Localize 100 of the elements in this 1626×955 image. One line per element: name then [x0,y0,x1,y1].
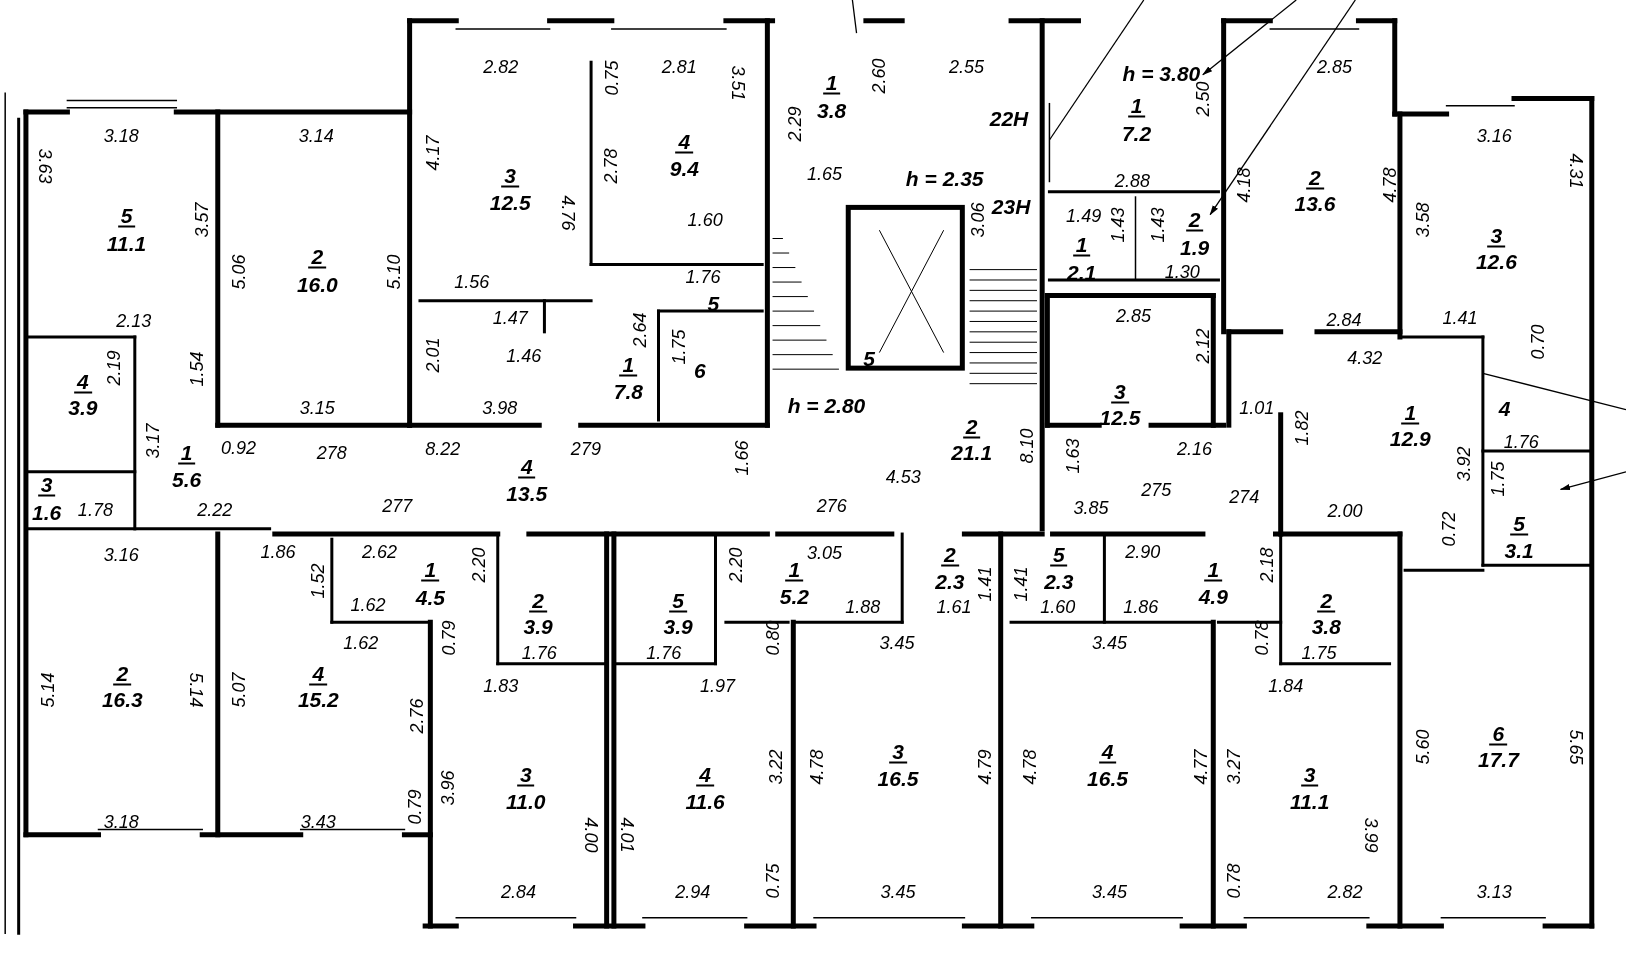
dimension-label: 0.78 [1225,863,1243,899]
room-number: 5 [1510,512,1529,536]
dimension-label: 2.84 [500,882,536,901]
dimension-label: 277 [382,497,413,516]
dimension-label: 3.99 [1361,817,1380,853]
dimension-label: 3.58 [1413,202,1432,238]
dimension-label: 1.46 [506,346,542,365]
room-area: 4.9 [1198,585,1228,607]
dimension-label: 2.29 [786,106,805,142]
dimension-label: 1.63 [1064,438,1083,474]
dimension-label: 0.70 [1528,324,1547,360]
dimension-label: 2.22 [197,501,233,520]
dimension-label: 2.76 [407,698,426,734]
room-number: 5 [117,204,136,228]
dimension-label: 1.75 [670,329,689,365]
room-label: 23H [991,195,1031,217]
room-area: 2.3 [1044,570,1074,592]
dimension-label: 3.45 [879,633,915,652]
dimension-label: 3.16 [1476,126,1512,145]
room-area: 11.0 [506,790,546,812]
dimension-label: 2.18 [1258,547,1277,583]
dimension-label: 3.45 [1092,633,1128,652]
room-area: 16.3 [101,688,143,710]
room-number: 3 [37,473,56,497]
dimension-label: 5.10 [385,254,404,290]
dimension-label: 1.76 [646,644,682,663]
dimension-label: 3.45 [1092,882,1128,901]
dimension-label: 5.65 [1567,729,1586,765]
dimension-label: 1.62 [343,633,379,652]
dimension-label: 4.32 [1347,348,1383,367]
dimension-label: 2.19 [105,350,124,386]
room-number: 2 [962,415,981,439]
room-number: 3 [1300,763,1319,787]
room-area: 4.5 [415,586,445,608]
dimension-label: 4.78 [1380,167,1399,203]
dimension-label: 2.90 [1125,542,1161,561]
dimension-label: 2.85 [1317,58,1353,77]
room-area: 15.2 [297,688,339,710]
room-area: 12.5 [489,191,531,213]
dimension-label: 3.43 [300,813,336,832]
room-area: 7.2 [1121,122,1152,144]
room-area: 3.8 [1311,615,1341,637]
room-number: 4 [309,662,328,686]
room-area: 13.5 [506,482,548,504]
dimension-label: 2.88 [1114,172,1150,191]
room-area: 3.9 [523,615,553,637]
dimension-label: 5.60 [1413,729,1432,765]
dimension-label: 1.62 [350,595,386,614]
dimension-label: 4.79 [976,749,995,785]
room-area: 11.6 [685,790,725,812]
room-area: 12.5 [1099,406,1141,428]
dimension-label: 3.98 [482,398,518,417]
room-number: 1 [619,353,638,377]
dimension-label: 1.88 [845,597,881,616]
room-number: 2 [308,245,327,269]
dimension-label: 1.54 [188,351,206,387]
dimension-label: 2.01 [424,337,443,373]
dimension-label: 1.75 [1301,644,1337,663]
dimension-label: 3.85 [1073,499,1109,518]
dimension-label: 3.96 [438,770,457,806]
room-label: 22H [989,107,1029,129]
room-area: 9.4 [669,157,699,179]
room-area: 5.6 [172,468,202,490]
dimension-label: 3.14 [298,126,334,145]
room-area: 3.9 [663,615,693,637]
dimension-label: 5.14 [38,672,57,708]
room-area: 11.1 [106,232,147,254]
room-number: 3 [516,763,535,787]
dimension-label: 5.14 [187,672,205,708]
dimension-label: 1.78 [77,501,113,520]
dimension-label: 2.20 [470,547,489,583]
dimension-label: 3.63 [35,148,54,184]
dimension-label: 4.76 [559,195,578,231]
dimension-label: 0.72 [1439,511,1458,547]
dimension-label: 2.20 [727,547,746,583]
dimension-label: 4.31 [1567,153,1586,189]
dimension-label: 0.79 [440,620,458,656]
dimension-label: 8.10 [1017,428,1036,464]
room-area: 13.6 [1294,192,1336,214]
dimension-label: 1.60 [1040,597,1076,616]
room-number: 1 [1204,558,1223,582]
dimension-label: 279 [570,440,601,458]
room-area: 11.1 [1290,790,1330,812]
room-number: 2 [113,662,132,686]
room-number: 1 [1401,401,1420,425]
dimension-label: 5.07 [229,672,248,708]
dimension-label: 1.76 [1503,432,1539,451]
dimension-label: 0.92 [221,438,256,457]
dimension-label: 3.92 [1455,446,1474,482]
dimension-label: 2.60 [870,58,889,94]
dimension-label: 1.76 [685,267,721,286]
height-note: h = 2.35 [905,167,984,189]
dimension-label: 4.01 [618,817,637,853]
room-number: 4 [74,370,92,394]
room-label: 6 [694,359,706,381]
dimension-label: 1.49 [1066,206,1102,225]
room-area: 1.9 [1180,236,1210,258]
dimension-label: 2.81 [661,58,697,77]
dimension-label: 274 [1229,487,1260,506]
dimension-label: 4.78 [1020,749,1039,785]
